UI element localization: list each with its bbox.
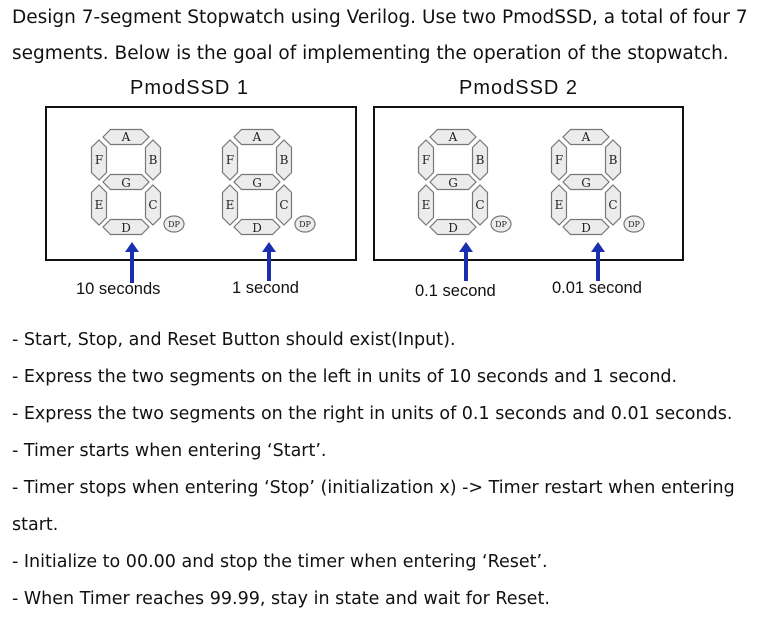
arrow-up-icon (125, 242, 139, 283)
segment-d (233, 218, 281, 236)
decimal-point-segment (623, 215, 645, 233)
seven-segment-digit-3: A G D F B E C DP (412, 126, 512, 238)
list-item: - Timer starts when entering ‘Start’. (12, 441, 327, 461)
list-item: - Express the two segments on the right … (12, 404, 733, 424)
arrow-up-icon (591, 242, 605, 281)
segment-label-g: G (252, 176, 262, 190)
segment-label-dp: DP (628, 220, 640, 229)
segment-f (550, 139, 568, 181)
seven-segment-graphic: A G D F B E C DP (417, 128, 512, 236)
segment-c (144, 184, 162, 226)
digit-unit-label-2: 1 second (232, 279, 299, 297)
segment-label-b: B (149, 153, 158, 167)
segment-label-c: C (148, 198, 157, 212)
segment-label-e: E (422, 198, 431, 212)
segment-label-f: F (555, 153, 563, 167)
list-item: - When Timer reaches 99.99, stay in stat… (12, 589, 550, 609)
list-item: - Start, Stop, and Reset Button should e… (12, 330, 456, 350)
segment-b (604, 139, 622, 181)
segment-g (233, 173, 281, 191)
digit-unit-label-4: 0.01 second (552, 279, 642, 297)
segment-e (550, 184, 568, 226)
segment-label-dp: DP (168, 220, 180, 229)
segment-label-d: D (121, 221, 131, 235)
segment-d (102, 218, 150, 236)
segment-e (417, 184, 435, 226)
digit-unit-label-1: 10 seconds (76, 280, 161, 298)
intro-paragraph: Design 7-segment Stopwatch using Verilog… (12, 7, 748, 64)
segment-label-a: A (252, 130, 262, 144)
segment-b (275, 139, 293, 181)
segment-b (144, 139, 162, 181)
segment-a (233, 128, 281, 146)
segment-g (429, 173, 477, 191)
seven-segment-digit-4: A G D F B E C DP (545, 126, 645, 238)
segment-c (275, 184, 293, 226)
segment-label-a: A (581, 130, 591, 144)
segment-label-b: B (476, 153, 485, 167)
segment-label-c: C (279, 198, 288, 212)
segment-label-dp: DP (299, 220, 311, 229)
segment-label-dp: DP (495, 220, 507, 229)
segment-label-g: G (581, 176, 591, 190)
pmodssd-board-2 (373, 106, 684, 261)
decimal-point-segment (294, 215, 316, 233)
segment-label-f: F (95, 153, 103, 167)
decimal-point-segment (163, 215, 185, 233)
seven-segment-digit-1: A G D F B E C DP (85, 126, 185, 238)
segment-label-g: G (448, 176, 458, 190)
segment-label-d: D (581, 221, 591, 235)
segment-e (90, 184, 108, 226)
segment-c (471, 184, 489, 226)
segment-label-e: E (555, 198, 564, 212)
arrow-up-icon (262, 242, 276, 281)
segment-e (221, 184, 239, 226)
segment-a (562, 128, 610, 146)
arrow-up-icon (459, 242, 473, 281)
segment-g (102, 173, 150, 191)
decimal-point-segment (490, 215, 512, 233)
segment-d (562, 218, 610, 236)
list-item: - Timer stops when entering ‘Stop’ (init… (12, 478, 735, 535)
segment-label-e: E (95, 198, 104, 212)
seven-segment-graphic: A G D F B E C DP (90, 128, 185, 236)
segment-label-d: D (252, 221, 262, 235)
segment-label-d: D (448, 221, 458, 235)
segment-b (471, 139, 489, 181)
segment-a (102, 128, 150, 146)
segment-label-e: E (226, 198, 235, 212)
digit-unit-label-3: 0.1 second (415, 282, 496, 300)
segment-label-c: C (475, 198, 484, 212)
segment-label-a: A (448, 130, 458, 144)
list-item: - Initialize to 00.00 and stop the timer… (12, 552, 548, 572)
segment-d (429, 218, 477, 236)
segment-f (90, 139, 108, 181)
seven-segment-graphic: A G D F B E C DP (221, 128, 316, 236)
segment-label-a: A (121, 130, 131, 144)
segment-label-b: B (609, 153, 618, 167)
segment-label-f: F (422, 153, 430, 167)
segment-label-f: F (226, 153, 234, 167)
segment-f (221, 139, 239, 181)
segment-f (417, 139, 435, 181)
segment-a (429, 128, 477, 146)
board-title-2: PmodSSD 2 (459, 77, 579, 99)
segment-label-c: C (608, 198, 617, 212)
pmodssd-board-1 (45, 106, 357, 261)
segment-label-b: B (280, 153, 289, 167)
segment-c (604, 184, 622, 226)
segment-label-g: G (121, 176, 131, 190)
segment-g (562, 173, 610, 191)
seven-segment-digit-2: A G D F B E C DP (216, 126, 316, 238)
list-item: - Express the two segments on the left i… (12, 367, 678, 387)
requirements-list: - Start, Stop, and Reset Button should e… (12, 322, 777, 618)
board-title-1: PmodSSD 1 (130, 77, 250, 99)
seven-segment-graphic: A G D F B E C DP (550, 128, 645, 236)
